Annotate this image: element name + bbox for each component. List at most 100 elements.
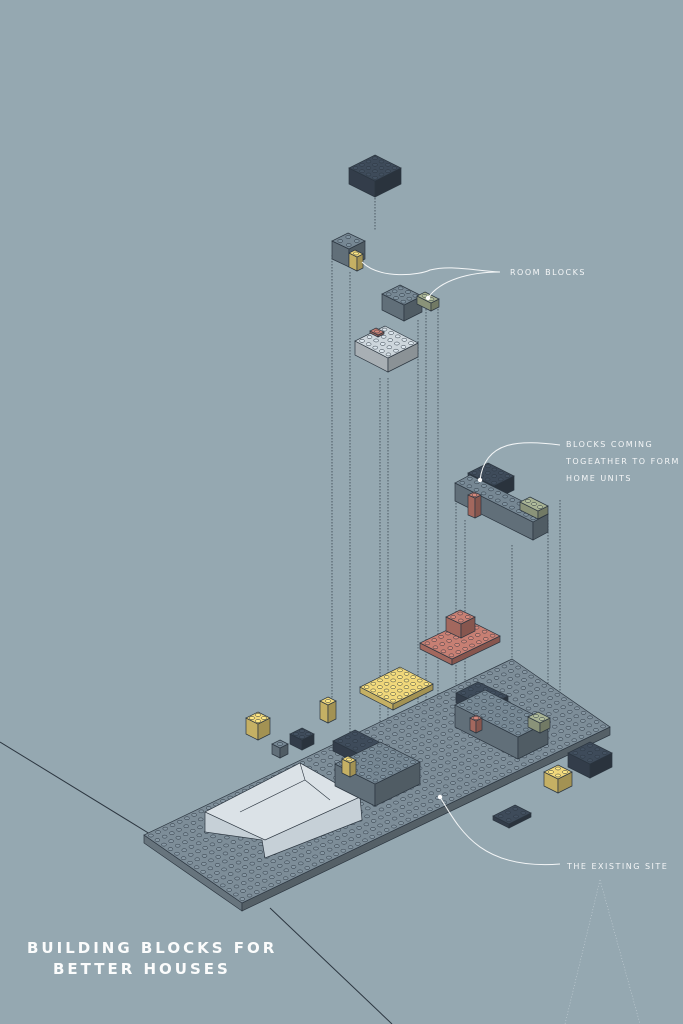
stud [454, 643, 460, 647]
label-leader-lines [361, 261, 561, 866]
stud [394, 341, 400, 346]
stud [439, 748, 445, 752]
stud [321, 750, 327, 755]
stud [437, 764, 444, 768]
red-plate [419, 619, 501, 666]
stud [283, 868, 289, 873]
stud [363, 822, 370, 827]
stud [551, 732, 557, 737]
stud [400, 797, 406, 801]
stud [174, 851, 180, 856]
stud [533, 703, 539, 707]
stud [346, 243, 352, 247]
label-existing-site: The existing site [567, 862, 669, 871]
stud [379, 349, 385, 353]
stud [455, 650, 461, 654]
stud [261, 886, 267, 891]
stud [352, 166, 359, 170]
stud [403, 678, 410, 683]
stud [388, 764, 394, 768]
stud [539, 717, 545, 721]
stud [378, 807, 385, 812]
site-unit-red [469, 714, 483, 734]
stud [488, 710, 494, 714]
stud [385, 169, 391, 173]
stud [505, 810, 511, 815]
stud [410, 675, 416, 679]
stud [268, 883, 274, 887]
stud [593, 720, 600, 724]
stud [465, 766, 471, 770]
stud [392, 808, 398, 813]
stud [547, 696, 553, 700]
stud [433, 735, 439, 740]
stud [393, 716, 399, 720]
stud [561, 697, 567, 702]
stud [354, 239, 360, 243]
stud [385, 352, 392, 357]
stud [501, 664, 508, 669]
stud [467, 699, 473, 703]
stud [352, 731, 358, 736]
stud [502, 494, 508, 499]
stud [525, 499, 531, 503]
stud [480, 675, 486, 679]
label-home-units-line2: togeather to form [566, 457, 680, 466]
stud [385, 812, 391, 816]
stud [459, 703, 465, 707]
loose-mid-brick [271, 739, 289, 759]
stud [290, 865, 297, 869]
stud [494, 752, 500, 757]
stud [386, 719, 392, 724]
stud [333, 852, 339, 856]
stud [540, 691, 547, 696]
stud [412, 814, 419, 818]
stud [254, 890, 260, 894]
stud [184, 816, 190, 821]
stud [361, 758, 367, 762]
page-title: Building blocks for Better Houses [27, 938, 277, 980]
stud [443, 776, 450, 781]
stud [512, 697, 519, 702]
stud [491, 480, 497, 485]
stud [522, 670, 528, 674]
stud [580, 719, 586, 723]
stud [396, 760, 402, 765]
stud [337, 739, 344, 743]
stud [410, 682, 416, 686]
label-home-units: Blocks coming togeather to form home uni… [566, 436, 680, 487]
stud [364, 730, 370, 734]
room-block-mid [381, 284, 423, 322]
stud [487, 717, 493, 721]
stud [439, 740, 446, 744]
stud [506, 685, 513, 689]
stud [579, 727, 585, 731]
stud [434, 727, 440, 732]
stud [572, 730, 578, 735]
stud [305, 858, 311, 862]
ground-line [0, 741, 151, 835]
stud [458, 769, 464, 774]
stud [197, 825, 203, 830]
stud [419, 742, 425, 747]
stud [567, 710, 573, 714]
stud [313, 838, 320, 843]
stud [190, 829, 196, 833]
stud [398, 736, 405, 741]
stud [509, 713, 515, 717]
stud [449, 789, 455, 793]
stud [249, 716, 255, 720]
stud [299, 845, 305, 850]
stud [554, 692, 561, 697]
stud [167, 847, 174, 851]
stud [499, 773, 505, 777]
stud [550, 740, 556, 745]
stud [502, 709, 508, 714]
stud [388, 331, 394, 335]
leader-home-units [479, 442, 561, 481]
stud [241, 873, 248, 877]
stud [254, 882, 261, 886]
stud [374, 764, 380, 769]
stud [474, 738, 480, 743]
